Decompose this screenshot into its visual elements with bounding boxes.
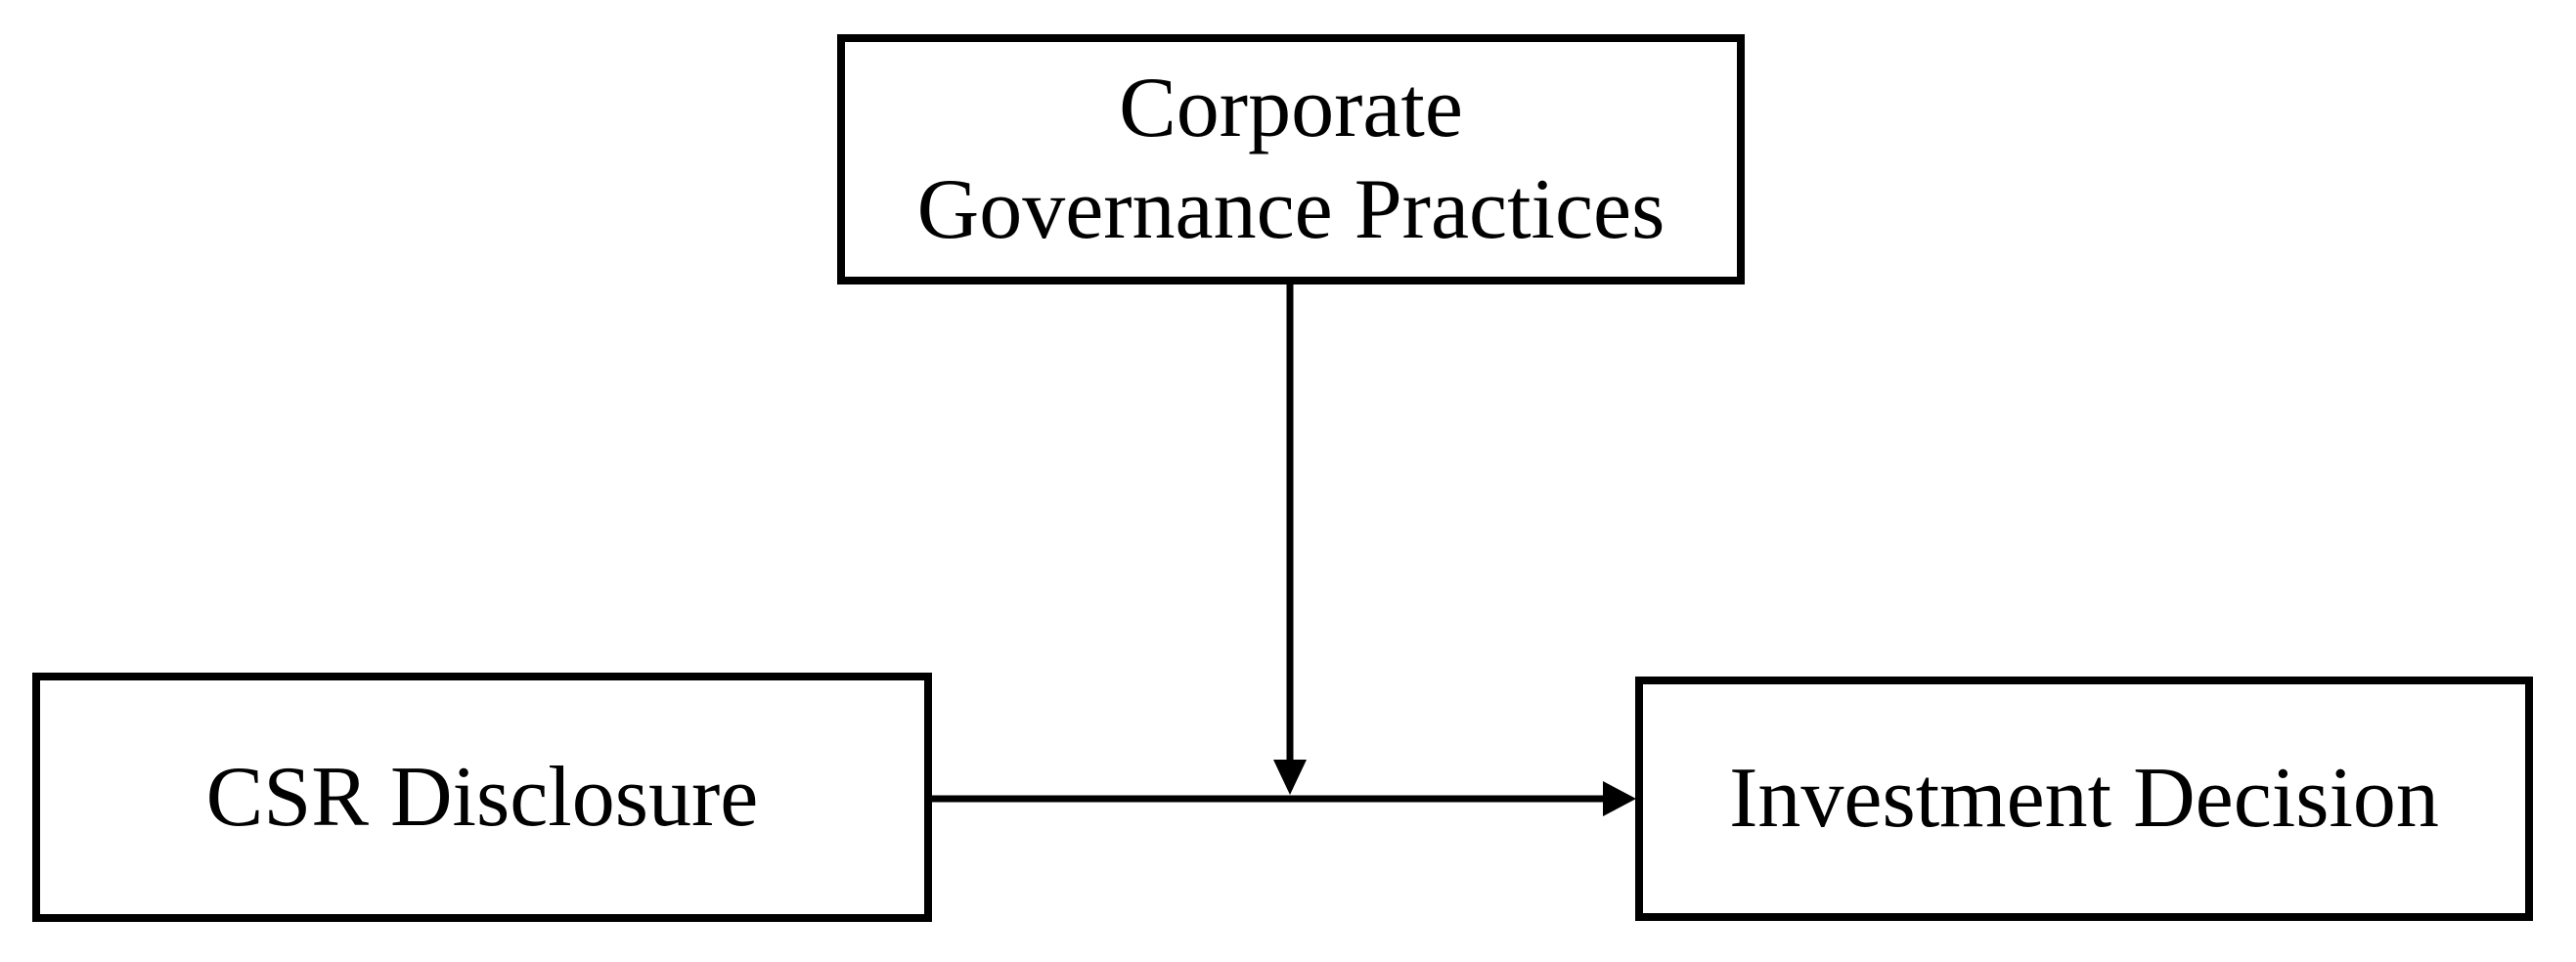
moderator-label-line-1: Corporate <box>1119 61 1463 156</box>
arrowhead-right-icon <box>1603 781 1636 816</box>
direct-effect-arrow <box>932 781 1636 816</box>
node-corporate-governance-practices: Corporate Governance Practices <box>837 34 1745 284</box>
node-label-dependent: Investment Decision <box>1729 751 2439 847</box>
node-csr-disclosure: CSR Disclosure <box>32 673 932 922</box>
node-label-moderator: Corporate Governance Practices <box>917 58 1666 261</box>
arrowhead-down-icon <box>1273 760 1307 795</box>
moderator-label-line-2: Governance Practices <box>916 162 1666 257</box>
node-label-independent: CSR Disclosure <box>205 749 759 845</box>
node-investment-decision: Investment Decision <box>1635 677 2533 921</box>
moderation-arrow <box>1273 282 1307 795</box>
